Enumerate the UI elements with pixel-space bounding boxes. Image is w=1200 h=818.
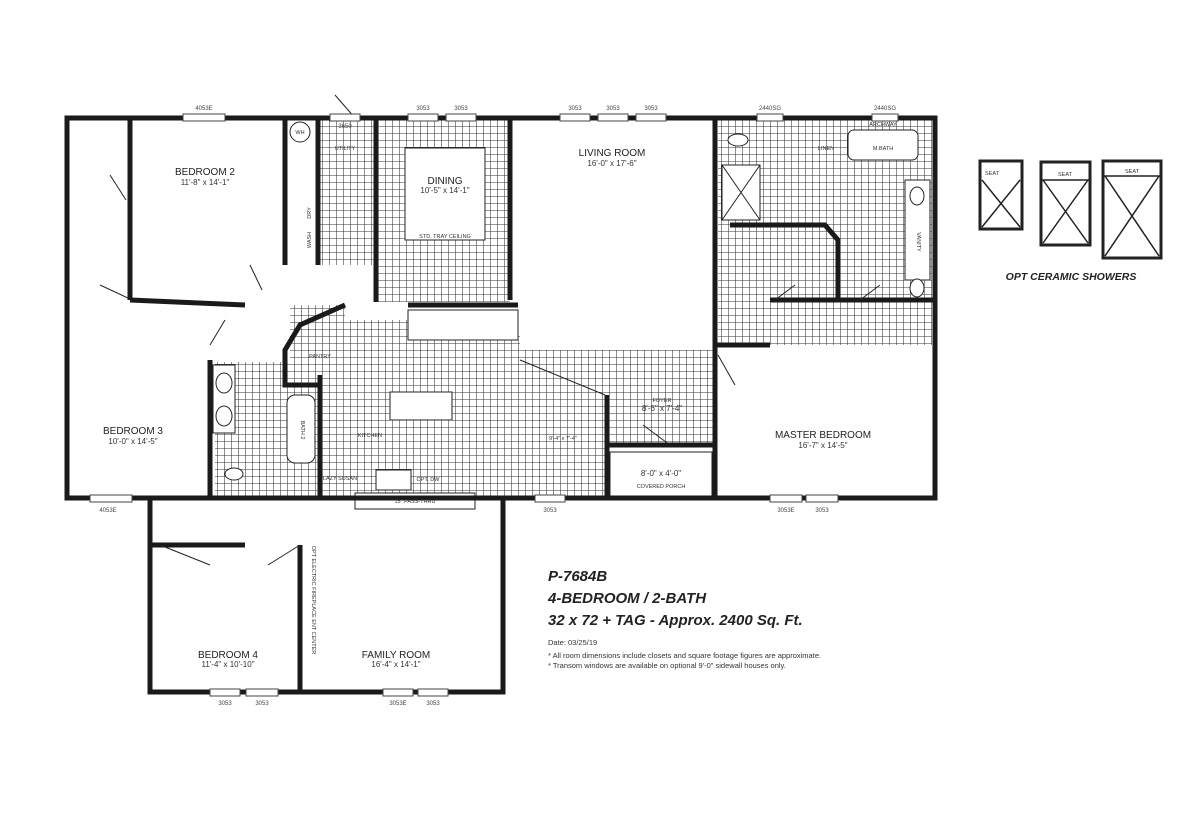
fixtures: [212, 121, 931, 510]
room-utility: UTILITY: [335, 146, 356, 152]
opt-dishwasher-label: OPT. DW: [417, 477, 441, 483]
nook-dim: 9'-4" x 7'-4": [549, 436, 577, 442]
note-2: * Transom windows are available on optio…: [548, 661, 786, 670]
room-master-bedroom: MASTER BEDROOM: [775, 430, 871, 441]
window-label: 4053E: [195, 106, 212, 112]
room-dining: DINING: [428, 176, 463, 187]
room-kitchen: KITCHEN: [358, 433, 382, 439]
window-label: 3053: [416, 106, 430, 112]
window-label: 3650: [338, 124, 352, 130]
window-label: 3053: [606, 106, 620, 112]
room-dim: 10'-0" x 14'-5": [108, 437, 157, 446]
fireplace-label: OPT ELECTRIC FIREPLACE ENT CENTER: [310, 546, 316, 655]
lazy-susan-label: LAZY SUSAN: [323, 476, 357, 482]
room-dim: 16'-7" x 14'-5": [798, 441, 847, 450]
window-label: 4053E: [99, 508, 116, 514]
room-pantry: PANTRY: [309, 354, 331, 360]
window-label: 2440SG: [759, 106, 781, 112]
room-foyer: FOYER: [653, 398, 672, 404]
window-label: 3053: [815, 508, 829, 514]
room-bedroom-2: BEDROOM 2: [175, 167, 235, 178]
room-living: LIVING ROOM: [579, 148, 646, 159]
vanity-label: VANITY: [915, 232, 921, 252]
opt-ceramic-showers: [978, 159, 1163, 260]
tray-ceiling-note: STD. TRAY CEILING: [419, 234, 471, 240]
shower-seat-label: SEAT: [985, 171, 1000, 177]
walls: [64, 115, 938, 695]
model-number: P-7684B: [548, 568, 608, 585]
plan-date: Date: 03/25/19: [548, 638, 598, 647]
linen-label: LINEN: [818, 146, 834, 152]
doors: [99, 94, 881, 566]
pass-thru-label: 15" PASS-THRU: [395, 499, 436, 505]
window-label: 3053: [543, 508, 557, 514]
window-label: 3053: [255, 701, 269, 707]
room-dim: 8'-0" x 4'-0": [641, 469, 681, 478]
shower-seat-label: SEAT: [1058, 172, 1073, 178]
room-bath-2: BATH 2: [299, 421, 305, 440]
water-heater-label: WH: [295, 130, 304, 136]
room-dim: 10'-5" x 14'-1": [420, 186, 469, 195]
washer-label: WASH: [307, 232, 313, 248]
showers-title: OPT CERAMIC SHOWERS: [1006, 271, 1137, 283]
window-label: 3053: [454, 106, 468, 112]
window-label: 3053: [644, 106, 658, 112]
note-1: * All room dimensions include closets an…: [548, 651, 822, 660]
window-label: 2440SG: [874, 106, 896, 112]
room-dim: 11'-4" x 10'-10": [201, 660, 254, 669]
window-label: 3053: [568, 106, 582, 112]
room-bedroom-3: BEDROOM 3: [103, 426, 163, 437]
bed-bath: 4-BEDROOM / 2-BATH: [548, 590, 707, 607]
room-dim: 11'-8" x 14'-1": [181, 178, 230, 187]
room-master-bath: M.BATH: [873, 146, 893, 152]
windows: [89, 113, 899, 697]
window-label: 3053E: [389, 701, 406, 707]
archway-label: ARCHWAY: [869, 122, 897, 128]
dryer-label: DRY: [307, 207, 313, 219]
room-family: FAMILY ROOM: [362, 650, 431, 661]
room-covered-porch: COVERED PORCH: [637, 484, 686, 490]
room-bedroom-4: BEDROOM 4: [198, 650, 258, 661]
window-label: 3053E: [777, 508, 794, 514]
size-sqft: 32 x 72 + TAG - Approx. 2400 Sq. Ft.: [548, 612, 803, 629]
room-dim: 8'-6" x 7'-4": [642, 404, 682, 413]
shower-seat-label: SEAT: [1125, 169, 1140, 175]
window-label: 3053: [218, 701, 232, 707]
room-dim: 16'-0" x 17'-6": [587, 159, 636, 168]
window-label: 3053: [426, 701, 440, 707]
room-dim: 16'-4" x 14'-1": [371, 660, 420, 669]
